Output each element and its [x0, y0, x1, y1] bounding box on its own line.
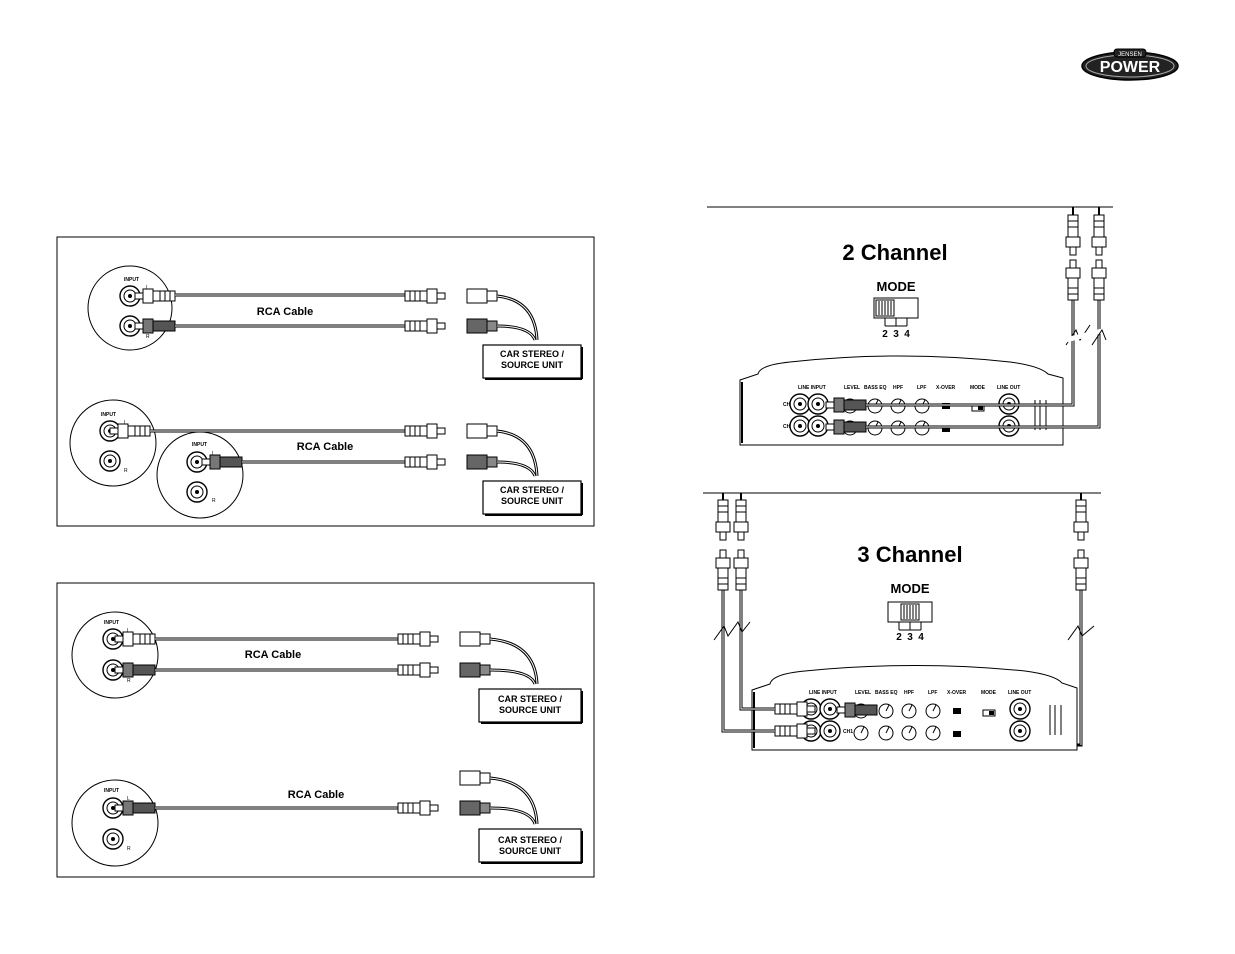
input-label: INPUT [104, 620, 119, 626]
amp-label-line-input: LINE INPUT [798, 385, 826, 391]
three-channel-diagram: 3 Channel MODE 2 3 4 LINE INPUT LEVEL BA… [703, 492, 1101, 751]
jensen-power-logo: JENSEN POWER [1081, 48, 1179, 81]
amp-label-xover: X-OVER [947, 690, 967, 696]
top-mono-diagram: INPUT L R INPUT L R RCA Cable CAR STEREO… [69, 399, 583, 519]
left-channel-label: L [124, 420, 127, 426]
rca-cable-label: RCA Cable [257, 306, 313, 318]
bottom-mono-diagram: INPUT L R RCA Cable CAR STEREO / SOURCE … [71, 770, 583, 867]
mode-pos-2: 2 [882, 329, 888, 340]
amp-label-line-out: LINE OUT [997, 385, 1020, 391]
logo-brand: JENSEN [1118, 52, 1142, 58]
amp-label-bass-eq: BASS EQ [875, 690, 898, 696]
source-unit-line1: CAR STEREO / [500, 485, 565, 495]
amp-label-mode: MODE [981, 690, 997, 696]
amp-label-hpf: HPF [904, 690, 914, 696]
mode-label: MODE [891, 581, 930, 596]
mode-pos-3: 3 [907, 632, 913, 643]
three-channel-title: 3 Channel [857, 542, 962, 567]
source-unit-line1: CAR STEREO / [498, 694, 563, 704]
source-unit-line1: CAR STEREO / [500, 349, 565, 359]
two-channel-title: 2 Channel [842, 240, 947, 265]
amp-label-mode: MODE [970, 385, 986, 391]
input-label: INPUT [124, 277, 139, 283]
right-channel-label: R [127, 678, 131, 684]
bottom-stereo-diagram: INPUT L R RCA Cable CAR STEREO / SOURCE … [71, 611, 583, 724]
bottom-left-panel-frame [56, 582, 595, 878]
top-stereo-diagram: INPUT L R RCA Cable CAR STEREO / SOURCE … [87, 265, 583, 380]
amp-ch1-label: CH1 [783, 402, 793, 408]
mode-pos-4: 4 [904, 329, 910, 340]
source-jack-left [466, 288, 498, 304]
mode-pos-2: 2 [896, 632, 902, 643]
mode-label: MODE [877, 279, 916, 294]
left-channel-label: L [127, 628, 130, 634]
source-unit-line1: CAR STEREO / [498, 835, 563, 845]
amp-ch1-label: CH1 [843, 729, 853, 735]
left-channel-label-second: L [212, 451, 215, 457]
source-unit-line2: SOURCE UNIT [499, 705, 562, 715]
right-channel-label: R [146, 334, 150, 340]
source-jack-right [466, 318, 498, 334]
amp-label-level: LEVEL [844, 385, 860, 391]
amp-label-line-out: LINE OUT [1008, 690, 1031, 696]
input-label: INPUT [101, 412, 116, 418]
rca-cable-label: RCA Cable [288, 789, 344, 801]
amp-label-lpf: LPF [917, 385, 926, 391]
amp-label-xover: X-OVER [936, 385, 956, 391]
rca-cable-label: RCA Cable [297, 441, 353, 453]
right-channel-label: R [124, 468, 128, 474]
amp-ch2-label: CH2 [783, 424, 793, 430]
amp-label-line-input: LINE INPUT [809, 690, 837, 696]
left-channel-label: L [146, 285, 149, 291]
amp-label-lpf: LPF [928, 690, 937, 696]
source-unit-line2: SOURCE UNIT [499, 846, 562, 856]
mode-pos-4: 4 [918, 632, 924, 643]
amp-label-hpf: HPF [893, 385, 903, 391]
top-left-panel-frame [56, 236, 595, 527]
source-unit-line2: SOURCE UNIT [501, 496, 564, 506]
logo-product: POWER [1100, 59, 1161, 76]
cable-plug-left [404, 288, 446, 304]
cable-plug-right [404, 318, 446, 334]
right-channel-label: R [127, 846, 131, 852]
left-channel-label: L [127, 796, 130, 802]
amp-label-level: LEVEL [855, 690, 871, 696]
mode-pos-3: 3 [893, 329, 899, 340]
input-label: INPUT [104, 788, 119, 794]
right-channel-label-second: R [212, 498, 216, 504]
rca-cable-label: RCA Cable [245, 649, 301, 661]
two-channel-diagram: 2 Channel MODE 2 3 4 LINE INPUT LEVEL BA… [707, 206, 1113, 446]
source-unit-line2: SOURCE UNIT [501, 360, 564, 370]
mode-switch [873, 297, 919, 327]
mode-switch [887, 601, 933, 631]
input-label-second: INPUT [192, 442, 207, 448]
amp-label-bass-eq: BASS EQ [864, 385, 887, 391]
